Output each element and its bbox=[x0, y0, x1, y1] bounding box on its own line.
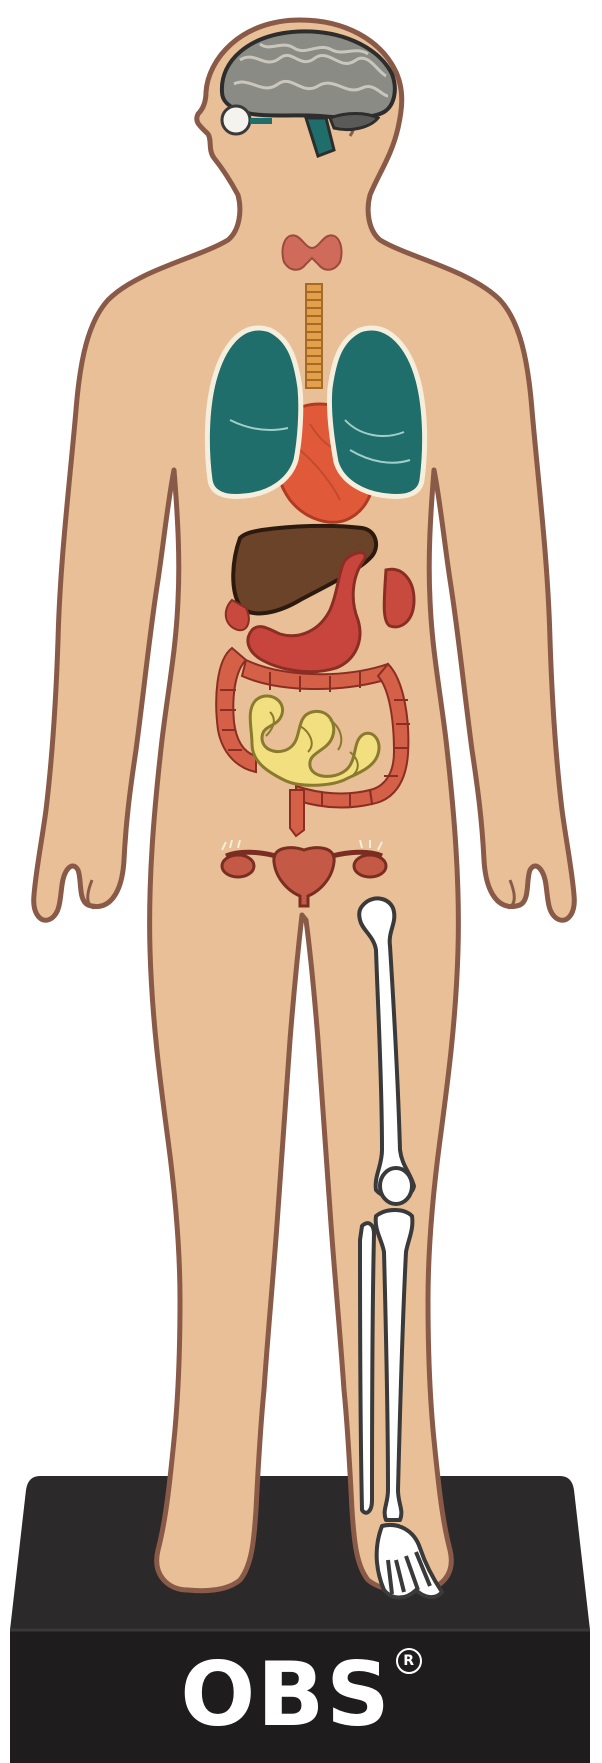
eye-nerve bbox=[250, 118, 272, 124]
display-stand bbox=[10, 1476, 590, 1763]
patella bbox=[380, 1168, 412, 1204]
rectum bbox=[290, 790, 304, 836]
fibula bbox=[360, 1223, 374, 1513]
right-ovary bbox=[354, 855, 386, 877]
trachea bbox=[306, 284, 322, 388]
stand-front bbox=[10, 1630, 590, 1763]
left-ovary bbox=[222, 855, 254, 877]
stand-top bbox=[10, 1476, 590, 1630]
eyeball bbox=[222, 106, 250, 134]
